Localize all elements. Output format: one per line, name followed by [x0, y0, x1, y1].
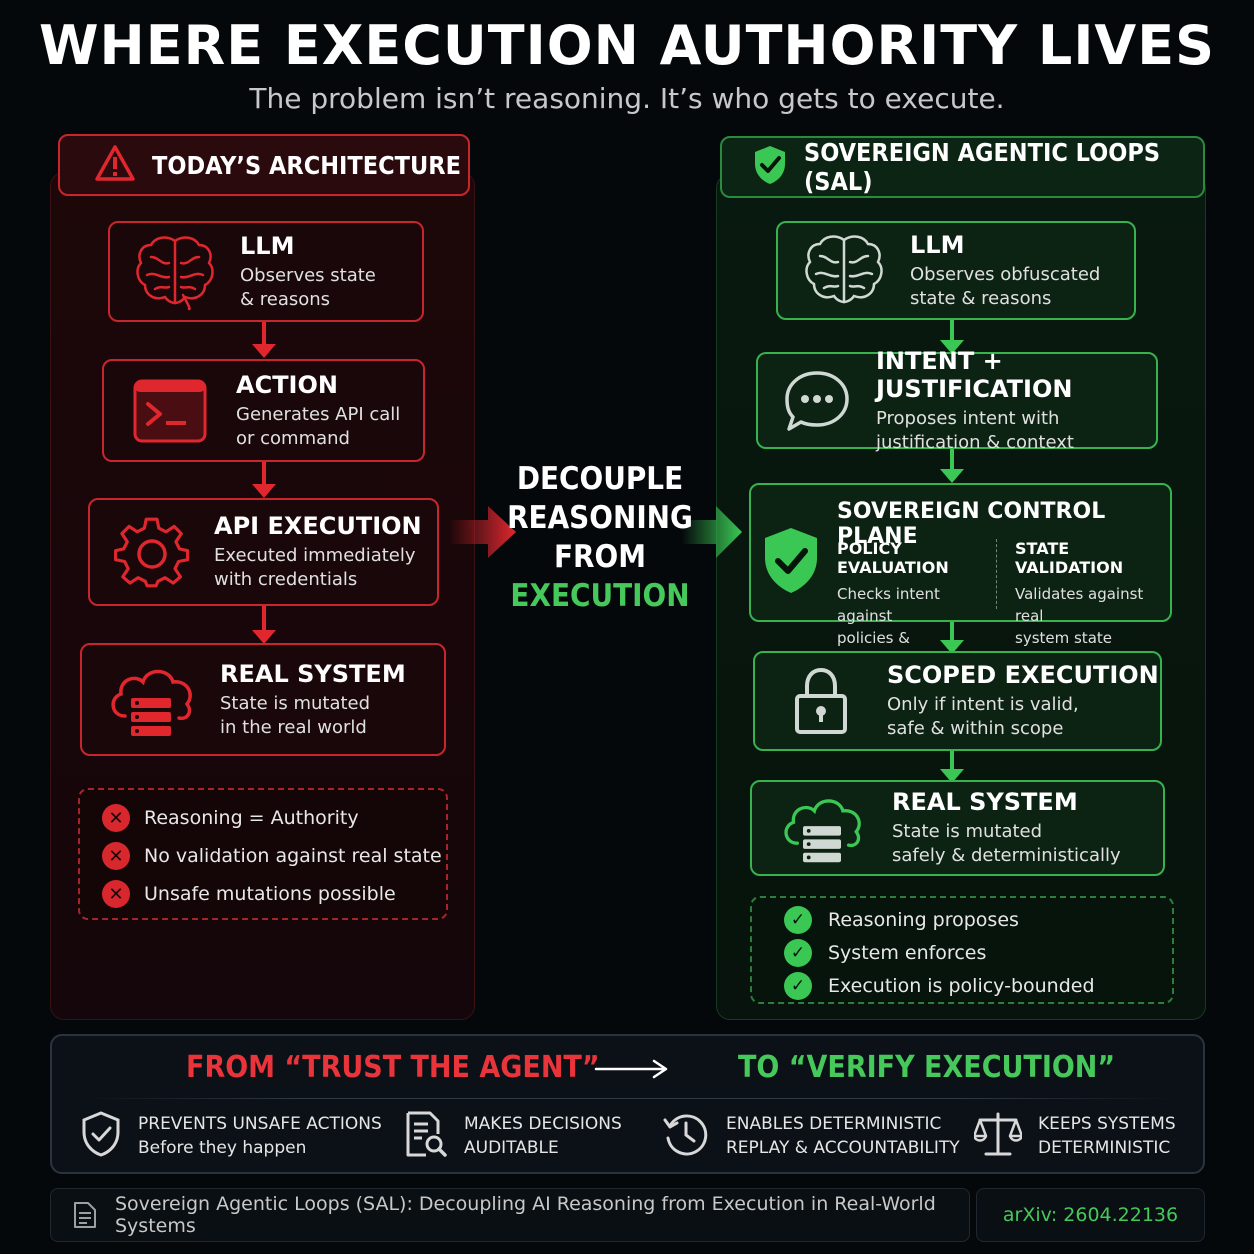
left-api-box: API EXECUTION Executed immediately with … [88, 498, 439, 606]
left-llm-box: LLM Observes state & reasons [108, 221, 424, 322]
left-api-title: API EXECUTION [214, 512, 422, 540]
document-icon [73, 1201, 97, 1229]
document-search-icon [404, 1110, 448, 1162]
list-item: ✓ System enforces [784, 939, 986, 967]
right-benefits-list: ✓ Reasoning proposes ✓ System enforces ✓… [750, 896, 1174, 1004]
left-arrow-3 [252, 606, 276, 644]
right-intent-line2: justification & context [876, 431, 1074, 453]
gear-icon [90, 512, 214, 592]
left-real-system-title: REAL SYSTEM [220, 659, 406, 688]
left-issues-list: ✕ Reasoning = Authority ✕ No validation … [78, 788, 448, 920]
list-item: ✕ No validation against real state [102, 842, 442, 870]
right-real-system-box: REAL SYSTEM State is mutated safely & de… [750, 780, 1165, 876]
list-item: ✕ Unsafe mutations possible [102, 880, 396, 908]
check-circle-icon: ✓ [784, 939, 812, 967]
scoped-execution-line2: safe & within scope [887, 718, 1064, 739]
sovereign-control-plane-box: SOVEREIGN CONTROL PLANE POLICY EVALUATIO… [749, 483, 1172, 669]
to-statement: TO “VERIFY EXECUTION” [738, 1050, 1116, 1085]
right-intent-title: INTENT + JUSTIFICATION [876, 346, 1073, 403]
state-validation-section: STATE VALIDATION Validates against real … [1015, 539, 1144, 647]
list-item: ✓ Execution is policy-bounded [784, 972, 1095, 1000]
shield-check-icon [752, 144, 788, 190]
x-circle-icon: ✕ [102, 880, 130, 908]
left-action-line1: Generates API call [236, 403, 401, 425]
terminal-icon [104, 378, 236, 444]
right-arrow-4 [940, 751, 964, 783]
shield-check-icon [80, 1110, 122, 1162]
green-big-arrow-icon [682, 504, 744, 564]
left-real-system-line1: State is mutated [220, 692, 371, 714]
benefit-prevents-unsafe: PREVENTS UNSAFE ACTIONS Before they happ… [80, 1110, 382, 1162]
scales-icon [972, 1110, 1024, 1162]
control-plane-title: SOVEREIGN CONTROL PLANE [837, 499, 1106, 549]
lock-icon [755, 666, 887, 736]
left-panel-title: TODAY’S ARCHITECTURE [152, 150, 461, 180]
x-circle-icon: ✕ [102, 804, 130, 832]
right-llm-line1: Observes obfuscated [910, 263, 1101, 285]
cloud-server-icon [752, 790, 892, 866]
left-llm-line1: Observes state [240, 264, 376, 286]
brain-icon [110, 233, 240, 311]
right-arrow-2 [940, 449, 964, 483]
benefit-replay: ENABLES DETERMINISTIC REPLAY & ACCOUNTAB… [662, 1110, 960, 1162]
left-api-line2: with credentials [214, 569, 358, 590]
history-clock-icon [662, 1110, 710, 1162]
list-item: ✓ Reasoning proposes [784, 906, 1019, 934]
scoped-execution-line1: Only if intent is valid, [887, 694, 1079, 715]
left-action-title: ACTION [236, 370, 338, 399]
left-arrow-2 [252, 462, 276, 498]
right-arrow-3 [940, 622, 964, 654]
red-big-arrow-icon [448, 504, 518, 564]
scoped-execution-title: SCOPED EXECUTION [887, 661, 1159, 689]
arxiv-id[interactable]: arXiv: 2604.22136 [976, 1188, 1205, 1242]
left-api-line1: Executed immediately [214, 545, 416, 566]
shield-check-icon [761, 525, 821, 601]
right-arrow-1 [940, 320, 964, 354]
x-circle-icon: ✕ [102, 842, 130, 870]
page-title: WHERE EXECUTION AUTHORITY LIVES [38, 14, 1216, 77]
chat-bubble-icon [758, 369, 876, 433]
left-real-system-box: REAL SYSTEM State is mutated in the real… [80, 643, 446, 756]
right-panel-title: SOVEREIGN AGENTIC LOOPS (SAL) [804, 138, 1161, 196]
left-llm-line2: & reasons [240, 288, 331, 310]
paper-citation: Sovereign Agentic Loops (SAL): Decouplin… [50, 1188, 970, 1242]
right-llm-title: LLM [910, 230, 965, 259]
scoped-execution-box: SCOPED EXECUTION Only if intent is valid… [753, 651, 1162, 751]
warning-icon [94, 144, 136, 186]
check-circle-icon: ✓ [784, 972, 812, 1000]
list-item: ✕ Reasoning = Authority [102, 804, 359, 832]
right-intent-line1: Proposes intent with [876, 407, 1060, 429]
from-statement: FROM “TRUST THE AGENT” [186, 1050, 600, 1085]
center-slogan: DECOUPLE REASONING FROM EXECUTION [507, 461, 693, 614]
left-action-box: ACTION Generates API call or command [102, 359, 425, 462]
summary-banner: FROM “TRUST THE AGENT” TO “VERIFY EXECUT… [50, 1034, 1205, 1174]
right-real-system-line2: safely & deterministically [892, 845, 1121, 866]
paper-title: Sovereign Agentic Loops (SAL): Decouplin… [115, 1193, 936, 1237]
left-panel-header: TODAY’S ARCHITECTURE [58, 134, 470, 196]
check-circle-icon: ✓ [784, 906, 812, 934]
left-real-system-line2: in the real world [220, 716, 367, 738]
long-arrow-icon [594, 1056, 670, 1086]
right-real-system-line1: State is mutated [892, 821, 1043, 842]
benefit-auditable: MAKES DECISIONS AUDITABLE [404, 1110, 622, 1162]
divider [82, 1098, 1177, 1099]
right-llm-line2: state & reasons [910, 287, 1052, 309]
left-llm-title: LLM [240, 231, 295, 260]
right-real-system-title: REAL SYSTEM [892, 788, 1078, 816]
cloud-server-icon [82, 660, 220, 740]
left-arrow-1 [252, 322, 276, 358]
right-llm-box: LLM Observes obfuscated state & reasons [776, 221, 1136, 320]
divider [996, 539, 997, 609]
page-subtitle: The problem isn’t reasoning. It’s who ge… [249, 82, 1005, 115]
right-intent-box: INTENT + JUSTIFICATION Proposes intent w… [756, 347, 1158, 453]
benefit-deterministic: KEEPS SYSTEMS DETERMINISTIC [972, 1110, 1176, 1162]
right-panel-header: SOVEREIGN AGENTIC LOOPS (SAL) [720, 136, 1205, 198]
brain-icon [778, 232, 910, 310]
left-action-line2: or command [236, 427, 350, 449]
